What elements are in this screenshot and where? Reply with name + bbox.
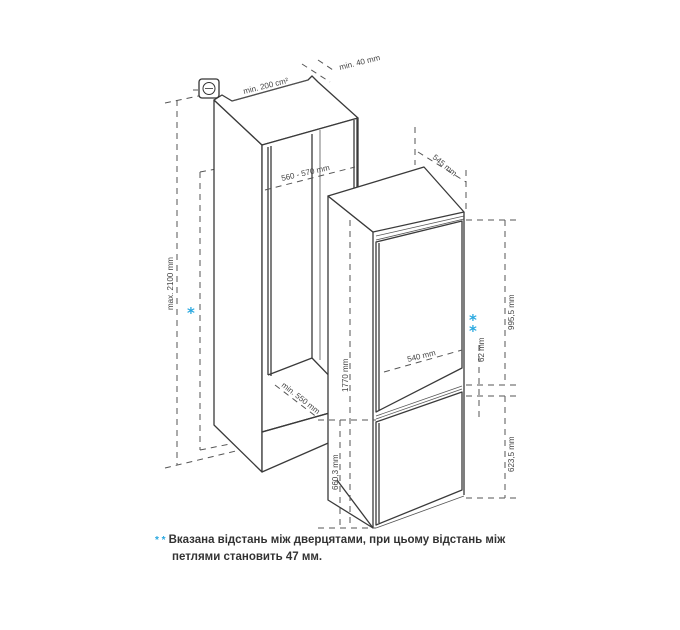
footnote: * *Вказана відстань між дверцятами, при … <box>155 532 515 565</box>
double-star-marker-top: * <box>469 311 477 329</box>
footnote-marker: * * <box>155 535 166 546</box>
footnote-line-1: Вказана відстань між дверцятами, при цьо… <box>168 534 506 546</box>
door-gap-label: 62 mm <box>477 337 486 362</box>
footnote-line-2: петлями становить 47 мм. <box>172 551 323 563</box>
lower-side-label: 660,3 mm <box>331 454 340 490</box>
top-gap-label: min. 40 mm <box>338 53 381 72</box>
appliance-depth-label: 545 mm <box>431 153 459 179</box>
single-star-marker: * <box>187 304 195 322</box>
refrigerator: 545 mm 540 mm 1770 mm 995,5 mm 62 mm 623… <box>318 127 520 529</box>
lower-door-label: 623,5 mm <box>507 436 516 472</box>
power-socket-icon <box>193 78 220 99</box>
upper-door-label: 995,5 mm <box>507 294 516 330</box>
double-star-marker-bottom: * <box>469 322 477 340</box>
appliance-height-label: 1770 mm <box>341 358 350 392</box>
niche-height-label: max. 2100 mm <box>166 257 175 310</box>
